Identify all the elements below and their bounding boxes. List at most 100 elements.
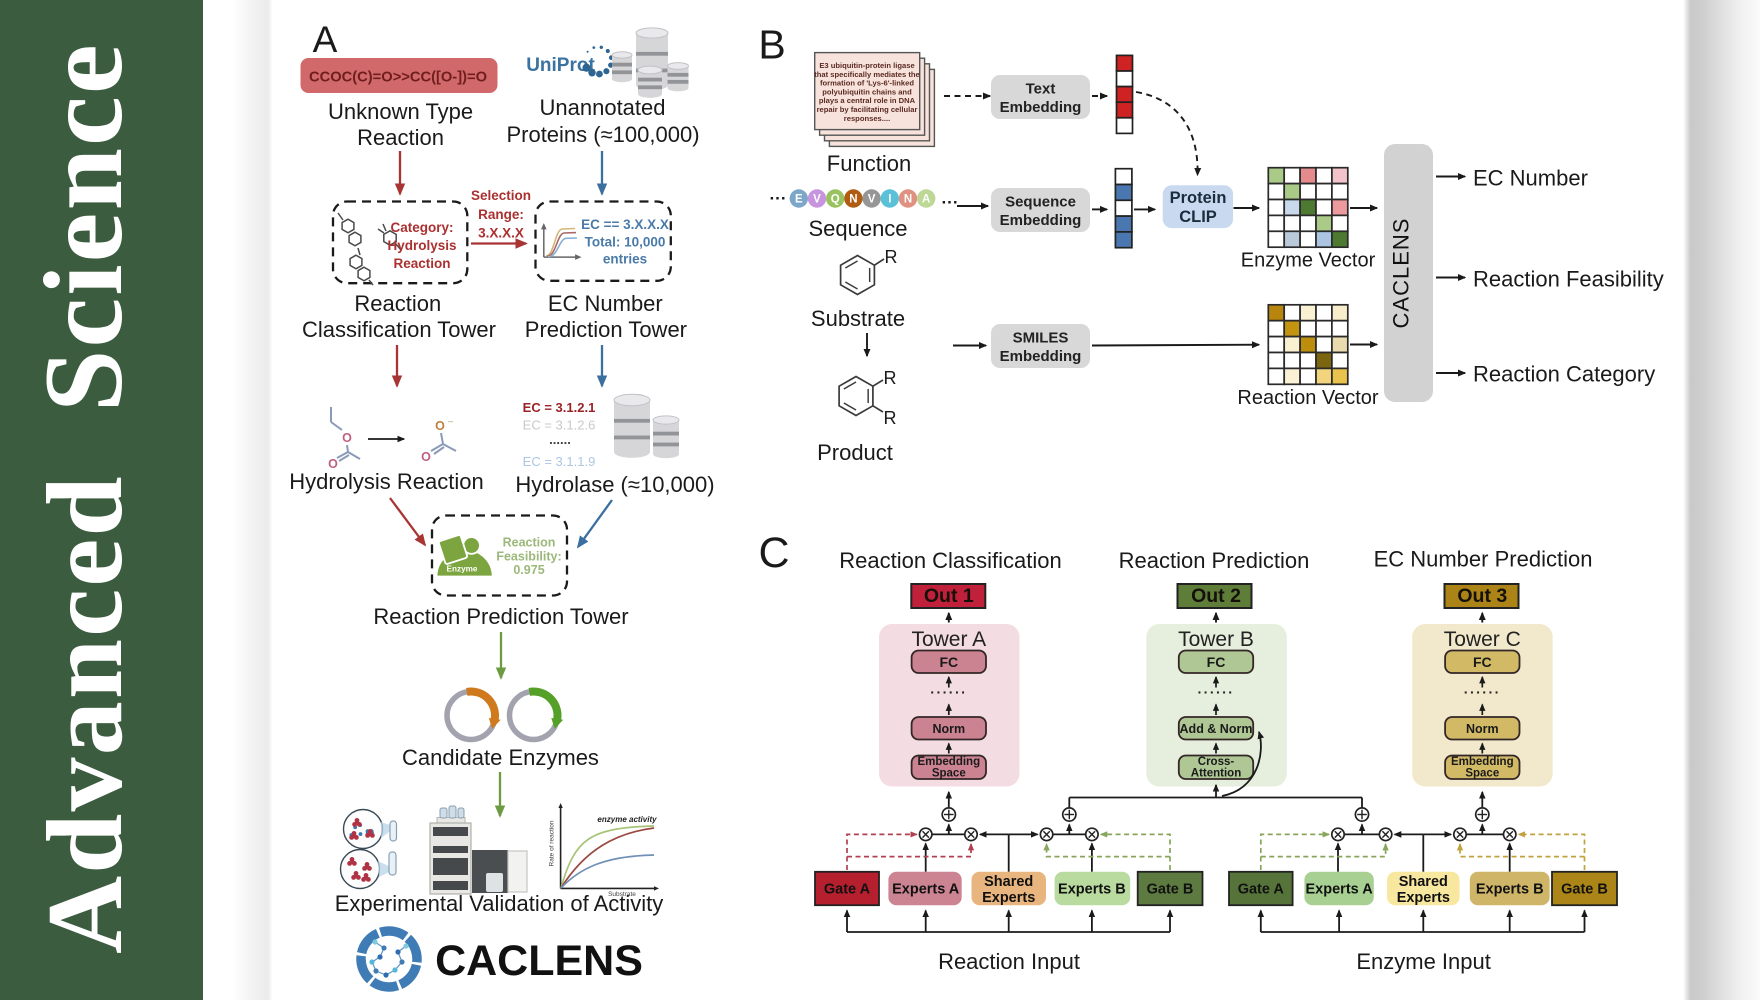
- svg-text:Prediction Tower: Prediction Tower: [525, 317, 687, 342]
- svg-text:Experts A: Experts A: [1306, 882, 1374, 898]
- svg-text:···: ···: [770, 189, 787, 208]
- svg-text:Reaction Vector: Reaction Vector: [1237, 387, 1379, 409]
- svg-text:Classification Tower: Classification Tower: [302, 317, 496, 342]
- svg-text:N: N: [904, 194, 912, 206]
- svg-text:enzyme activity: enzyme activity: [597, 815, 657, 824]
- svg-text:EC Number: EC Number: [1473, 166, 1588, 191]
- svg-text:Reaction: Reaction: [354, 291, 441, 316]
- svg-text:Text: Text: [1026, 81, 1056, 98]
- svg-text:O: O: [435, 419, 445, 433]
- svg-text:Experts A: Experts A: [892, 882, 960, 898]
- svg-text:Function: Function: [827, 151, 911, 176]
- svg-text:N: N: [849, 194, 857, 206]
- svg-text:C: C: [758, 529, 789, 577]
- svg-text:EC = 3.1.1.9: EC = 3.1.1.9: [523, 454, 596, 469]
- svg-text:UniProt: UniProt: [526, 55, 595, 76]
- svg-text:Space: Space: [932, 768, 966, 780]
- svg-text:······: ······: [1198, 684, 1235, 700]
- svg-text:Protein: Protein: [1170, 189, 1227, 207]
- svg-text:Unannotated: Unannotated: [540, 95, 666, 120]
- svg-text:FC: FC: [1207, 654, 1226, 670]
- svg-text:polyubiquitin chains and: polyubiquitin chains and: [822, 87, 912, 96]
- svg-text:3.X.X.X: 3.X.X.X: [478, 226, 524, 241]
- svg-text:CACLENS: CACLENS: [1389, 218, 1414, 329]
- svg-text:V: V: [868, 194, 876, 206]
- svg-text:–: –: [448, 416, 453, 426]
- svg-text:Experimental Validation of Act: Experimental Validation of Activity: [335, 891, 664, 916]
- svg-text:Reaction Prediction Tower: Reaction Prediction Tower: [373, 604, 628, 629]
- svg-text:Rate of reaction: Rate of reaction: [549, 820, 556, 866]
- svg-text:Embedding: Embedding: [1451, 756, 1514, 768]
- svg-text:Experts: Experts: [982, 890, 1035, 906]
- svg-text:formation of 'Lys-6'-linked: formation of 'Lys-6'-linked: [820, 79, 914, 88]
- svg-text:Reaction Classification: Reaction Classification: [839, 548, 1062, 573]
- svg-text:Shared: Shared: [984, 874, 1033, 890]
- svg-text:R: R: [884, 368, 897, 388]
- svg-text:that specifically mediates the: that specifically mediates the: [814, 70, 920, 79]
- svg-text:Attention: Attention: [1191, 768, 1241, 780]
- svg-text:CCOC(C)=O>>CC([O-])=O: CCOC(C)=O>>CC([O-])=O: [309, 69, 487, 86]
- svg-text:EC Number: EC Number: [548, 291, 663, 316]
- svg-text:Embedding: Embedding: [1000, 212, 1082, 229]
- svg-text:Cross-: Cross-: [1198, 756, 1235, 768]
- svg-text:Experts B: Experts B: [1058, 882, 1126, 898]
- svg-text:O: O: [328, 457, 338, 471]
- svg-text:EC Number Prediction: EC Number Prediction: [1374, 547, 1593, 572]
- svg-text:Embedding: Embedding: [917, 756, 980, 768]
- svg-text:Reaction: Reaction: [503, 536, 556, 550]
- svg-text:Candidate Enzymes: Candidate Enzymes: [402, 745, 599, 770]
- svg-text:B: B: [758, 22, 785, 68]
- svg-text:······: ······: [1464, 684, 1501, 700]
- svg-text:Norm: Norm: [932, 722, 965, 736]
- svg-text:Experts B: Experts B: [1476, 882, 1544, 898]
- svg-text:······: ······: [930, 684, 967, 700]
- svg-text:Embedding: Embedding: [1000, 99, 1082, 116]
- svg-text:E: E: [795, 194, 803, 206]
- svg-text:Enzyme Input: Enzyme Input: [1356, 949, 1491, 974]
- svg-text:R: R: [884, 408, 897, 428]
- svg-text:FC: FC: [1473, 654, 1492, 670]
- svg-text:CLIP: CLIP: [1179, 208, 1217, 226]
- svg-text:Out 3: Out 3: [1457, 585, 1507, 607]
- svg-text:Space: Space: [1465, 768, 1499, 780]
- svg-text:V: V: [813, 194, 821, 206]
- svg-text:Hydrolysis Reaction: Hydrolysis Reaction: [289, 469, 483, 494]
- svg-text:SMILES: SMILES: [1013, 330, 1069, 347]
- svg-text:A: A: [313, 19, 338, 60]
- svg-text:Hydrolysis: Hydrolysis: [387, 238, 456, 253]
- svg-text:Gate B: Gate B: [1147, 882, 1194, 898]
- svg-text:Enzyme: Enzyme: [447, 565, 478, 574]
- svg-text:Reaction Feasibility: Reaction Feasibility: [1473, 267, 1664, 292]
- svg-text:......: ......: [549, 432, 571, 447]
- svg-text:Reaction: Reaction: [357, 125, 444, 150]
- svg-text:Substrate: Substrate: [811, 306, 905, 331]
- svg-text:A: A: [922, 194, 930, 206]
- svg-text:···: ···: [942, 193, 959, 212]
- svg-text:Total: 10,000: Total: 10,000: [585, 235, 666, 250]
- svg-text:Feasibility:: Feasibility:: [496, 550, 561, 564]
- svg-text:Unknown Type: Unknown Type: [328, 99, 473, 124]
- svg-text:Tower C: Tower C: [1444, 628, 1521, 651]
- svg-text:Sequence: Sequence: [1005, 194, 1076, 211]
- svg-text:R: R: [885, 247, 898, 267]
- svg-text:Enzyme Vector: Enzyme Vector: [1241, 250, 1376, 272]
- svg-text:Product: Product: [817, 440, 893, 465]
- svg-text:Reaction Prediction: Reaction Prediction: [1119, 548, 1310, 573]
- svg-text:Reaction Input: Reaction Input: [938, 949, 1080, 974]
- svg-text:responses....: responses....: [844, 114, 890, 123]
- svg-text:FC: FC: [939, 654, 958, 670]
- svg-text:Reaction Category: Reaction Category: [1473, 362, 1655, 387]
- svg-text:Out 1: Out 1: [924, 585, 974, 607]
- svg-text:0.975: 0.975: [513, 563, 544, 577]
- svg-text:Category:: Category:: [390, 220, 453, 235]
- svg-text:Norm: Norm: [1466, 722, 1499, 736]
- svg-text:repair by facilitating cellula: repair by facilitating cellular: [817, 105, 918, 114]
- svg-text:O: O: [342, 431, 352, 445]
- svg-text:Q: Q: [831, 194, 840, 206]
- svg-text:Gate A: Gate A: [1238, 882, 1285, 898]
- svg-text:Sequence: Sequence: [808, 216, 907, 241]
- svg-text:Tower A: Tower A: [911, 628, 986, 651]
- svg-text:Shared: Shared: [1399, 874, 1448, 890]
- svg-text:CACLENS: CACLENS: [435, 937, 643, 985]
- svg-text:entries: entries: [603, 252, 647, 267]
